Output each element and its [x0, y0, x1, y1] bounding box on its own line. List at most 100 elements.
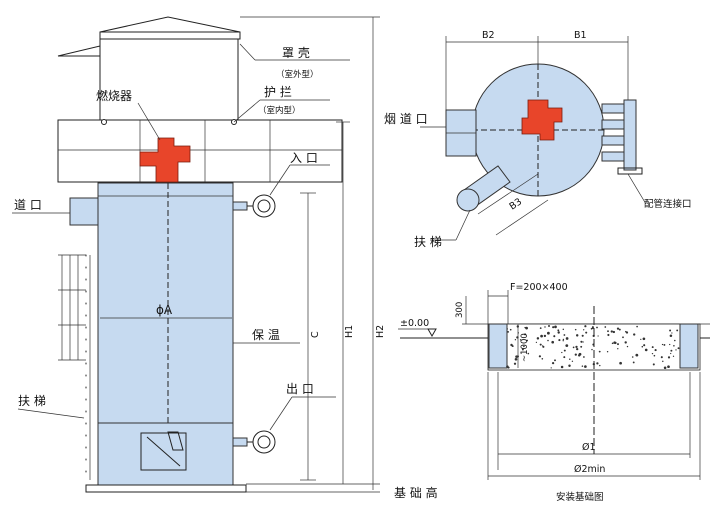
speckle-dot: [547, 339, 549, 342]
speckle-dot: [543, 334, 547, 338]
speckle-dot: [633, 333, 636, 336]
speckle-dot: [514, 357, 518, 361]
speckle-dot: [554, 325, 557, 329]
speckle-dot: [539, 343, 542, 346]
speckle-dot: [562, 338, 565, 341]
dim-b2-label: B2: [482, 30, 495, 41]
outlet-nozzle: [232, 430, 276, 454]
railing-note: （室内型）: [258, 105, 301, 116]
hood-label: 罩 壳: [282, 46, 310, 60]
speckle-dot: [619, 361, 622, 365]
speckle-dot: [583, 356, 585, 358]
diameter-label: ϕA: [156, 303, 173, 317]
burner-label: 燃烧器: [96, 88, 132, 103]
foundation-slab: [85, 484, 247, 493]
speckle-dot: [536, 337, 540, 340]
speckle-dot: [581, 365, 584, 367]
speckle-dot: [652, 363, 655, 366]
speckle-dot: [635, 353, 639, 357]
speckle-dot: [519, 339, 522, 341]
speckle-dot: [617, 348, 619, 350]
speckle-dot: [541, 358, 544, 360]
speckle-dot: [575, 334, 579, 337]
foundation-f-label: F=200×400: [510, 282, 568, 293]
speckle-dot: [583, 329, 585, 331]
speckle-dot: [510, 343, 513, 347]
speckle-dot: [616, 327, 620, 330]
speckle-dot: [670, 349, 673, 352]
speckle-dot: [625, 331, 629, 334]
insulation-label: 保 温: [252, 328, 280, 342]
speckle-dot: [513, 362, 517, 365]
speckle-dot: [525, 326, 528, 330]
speckle-dot: [644, 348, 648, 352]
level-label: ±0.00: [400, 318, 429, 329]
speckle-dot: [584, 365, 587, 368]
dim-d2-label: Ø2min: [574, 464, 605, 475]
plan-view: [420, 36, 647, 241]
speckle-dot: [636, 325, 638, 328]
speckle-dot: [506, 328, 508, 330]
speckle-dot: [524, 333, 527, 336]
hood-base: [99, 31, 241, 40]
speckle-dot: [612, 330, 616, 334]
speckle-dot: [591, 348, 593, 351]
speckle-dot: [560, 365, 564, 369]
speckle-dot: [547, 331, 550, 335]
speckle-dot: [552, 326, 555, 329]
speckle-dot: [568, 364, 571, 367]
speckle-dot: [661, 343, 664, 346]
foundation-height-label: 基 础 高: [394, 485, 438, 500]
speckle-dot: [642, 337, 646, 341]
speckle-dot: [574, 328, 577, 331]
dim-h2-label: H2: [375, 325, 386, 338]
hood-note: （室外型）: [276, 69, 319, 80]
burner-shape: [139, 137, 191, 183]
speckle-dot: [617, 343, 619, 346]
foundation-speckle: [506, 325, 680, 370]
speckle-dot: [631, 356, 634, 358]
speckle-dot: [651, 352, 654, 355]
speckle-dot: [669, 343, 671, 346]
speckle-dot: [663, 366, 667, 370]
heater-base: [97, 422, 234, 486]
speckle-dot: [557, 329, 560, 332]
speckle-dot: [558, 339, 561, 342]
speckle-dot: [660, 356, 663, 359]
speckle-dot: [569, 358, 571, 360]
speckle-dot: [599, 364, 601, 367]
speckle-dot: [544, 326, 546, 328]
dim-1000-label: ~1000: [520, 333, 530, 362]
speckle-dot: [574, 353, 577, 356]
outlet-label: 出 口: [286, 382, 314, 396]
speckle-dot: [624, 341, 627, 344]
speckle-dot: [641, 345, 644, 348]
speckle-dot: [662, 360, 664, 363]
speckle-dot: [542, 345, 544, 347]
elevation-view: [12, 16, 380, 493]
ladder-left: [58, 254, 91, 481]
speckle-dot: [576, 347, 579, 351]
dim-d1-label: Ø1: [582, 442, 596, 453]
foundation-pocket-left: [488, 323, 508, 369]
speckle-dot: [562, 328, 565, 331]
speckle-dot: [551, 361, 555, 365]
speckle-dot: [607, 333, 610, 337]
speckle-dot: [626, 345, 629, 348]
speckle-dot: [618, 328, 621, 331]
speckle-dot: [610, 330, 613, 333]
speckle-dot: [557, 331, 560, 334]
speckle-dot: [539, 327, 542, 329]
speckle-dot: [672, 355, 675, 357]
speckle-dot: [581, 334, 584, 337]
speckle-dot: [663, 343, 666, 346]
speckle-dot: [582, 341, 584, 343]
speckle-dot: [514, 339, 517, 341]
speckle-dot: [604, 326, 607, 328]
inlet-nozzle: [232, 194, 276, 218]
speckle-dot: [554, 359, 556, 362]
speckle-dot: [580, 345, 583, 348]
plan-pipe-manifold: [601, 99, 643, 175]
